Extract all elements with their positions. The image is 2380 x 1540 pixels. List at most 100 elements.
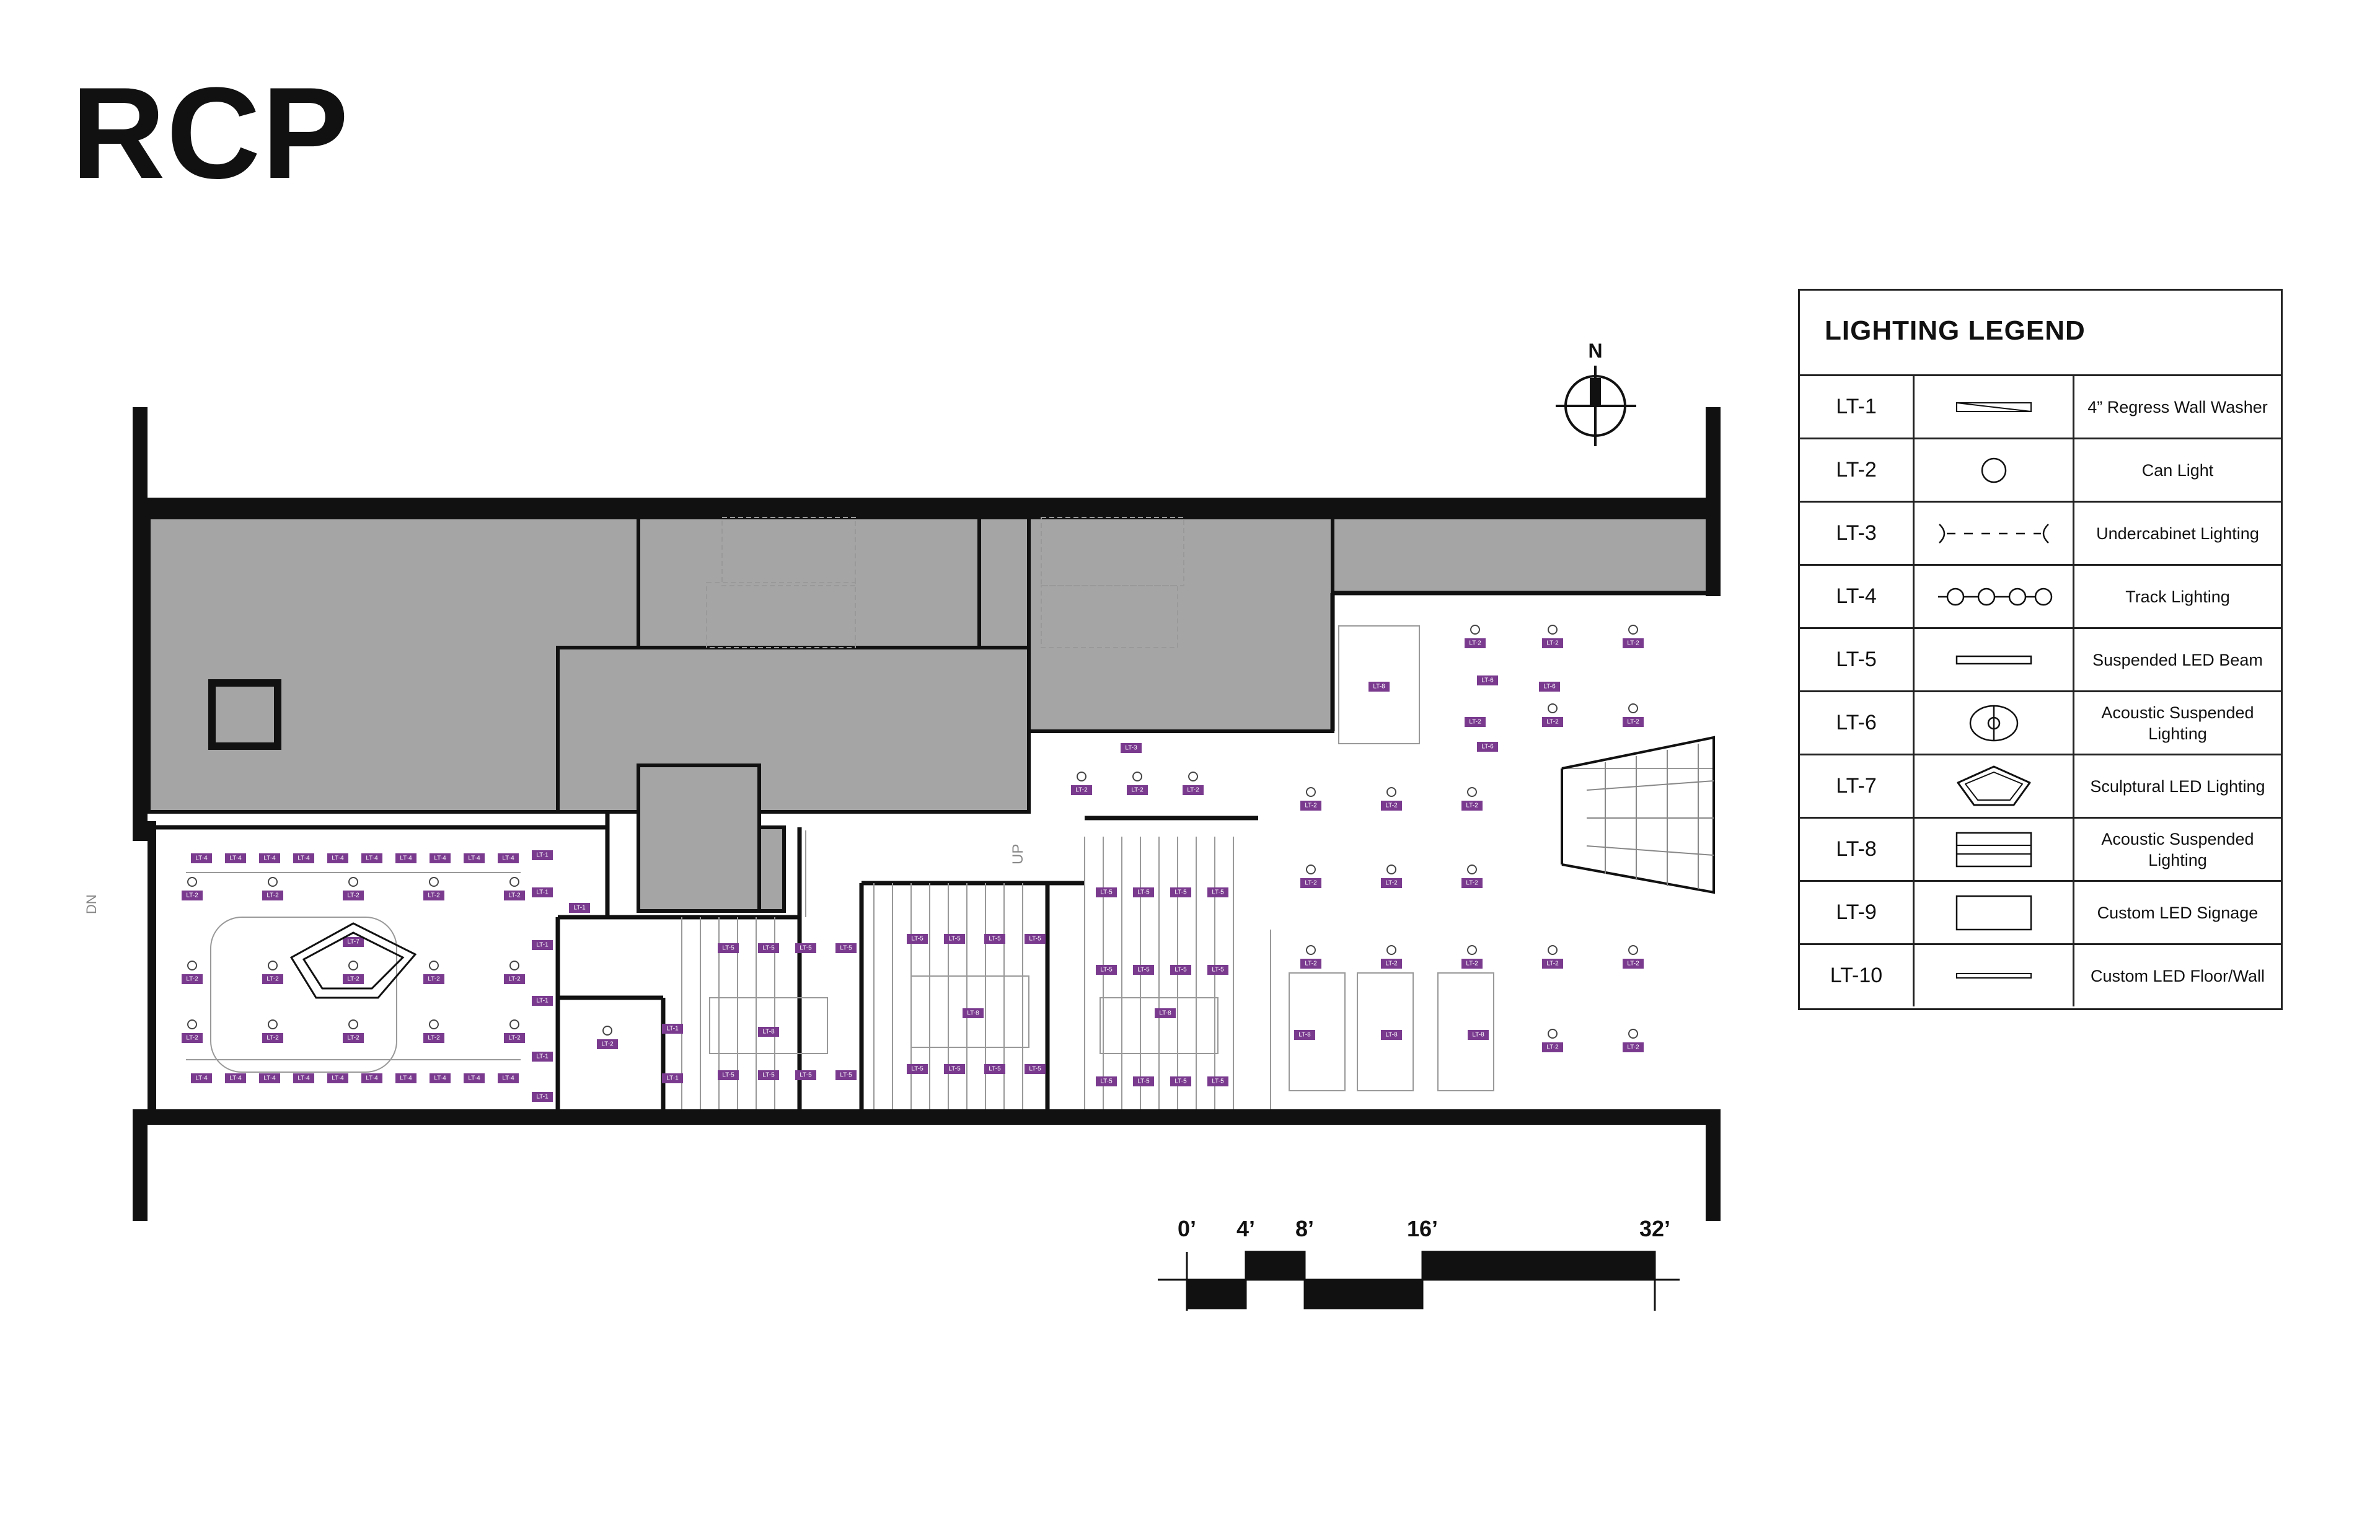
- svg-text:LT-2: LT-2: [428, 976, 440, 983]
- tag-can: LT-2: [1071, 785, 1092, 795]
- tag-can: LT-2: [343, 891, 364, 900]
- tag-can: LT-2: [1127, 785, 1148, 795]
- tag-beam: LT-5: [1133, 965, 1154, 975]
- stair-label-down: DN: [84, 894, 99, 914]
- can-light-icon: [1188, 772, 1198, 781]
- tag-track-south: LT-4: [430, 1073, 451, 1083]
- can-light-icon: [187, 961, 197, 970]
- can-lights: [187, 625, 1638, 1039]
- tag-can: LT-2: [1461, 878, 1483, 888]
- svg-text:LT-4: LT-4: [366, 855, 378, 862]
- svg-text:LT-5: LT-5: [1100, 889, 1113, 896]
- tag-can: LT-2: [1623, 717, 1644, 727]
- tag-can: LT-2: [1461, 959, 1483, 969]
- tag-can: LT-2: [504, 974, 525, 984]
- tag-beam: LT-5: [718, 943, 739, 953]
- tag-track-north: LT-4: [395, 853, 416, 863]
- legend-row-lt7: LT-7 Sculptural LED Lighting: [1800, 754, 2281, 817]
- gray-zones: [147, 516, 1716, 913]
- svg-text:LT-2: LT-2: [267, 976, 279, 983]
- svg-text:LT-2: LT-2: [1385, 803, 1398, 809]
- legend-code: LT-9: [1800, 882, 1915, 943]
- svg-text:LT-5: LT-5: [1137, 1078, 1150, 1085]
- svg-text:LT-5: LT-5: [948, 1066, 961, 1073]
- tag-can: LT-2: [1183, 785, 1204, 795]
- tag-beam: LT-5: [907, 934, 928, 944]
- legend-row-lt9: LT-9 Custom LED Signage: [1800, 880, 2281, 943]
- tag-beam: LT-5: [758, 943, 779, 953]
- tag-beam: LT-5: [758, 1070, 779, 1080]
- tag-can: LT-2: [1542, 1042, 1563, 1052]
- can-light-icon: [268, 1019, 278, 1029]
- svg-text:LT-5: LT-5: [1137, 967, 1150, 974]
- svg-text:LT-2: LT-2: [1075, 787, 1088, 794]
- tag-track-south: LT-4: [293, 1073, 314, 1083]
- svg-text:LT-5: LT-5: [1175, 889, 1187, 896]
- can-light-icon: [509, 1019, 519, 1029]
- can-light-icon: [1306, 945, 1316, 955]
- svg-text:LT-2: LT-2: [1627, 719, 1639, 726]
- svg-text:LT-5: LT-5: [989, 1066, 1001, 1073]
- tag-beam: LT-5: [1170, 965, 1191, 975]
- legend-code: LT-8: [1800, 819, 1915, 880]
- can-light-icon: [602, 1026, 612, 1036]
- svg-text:LT-1: LT-1: [573, 905, 586, 912]
- svg-text:LT-2: LT-2: [1469, 719, 1481, 726]
- tag-beam: LT-5: [907, 1064, 928, 1074]
- tag-acoustic-linear: LT-8: [758, 1027, 779, 1037]
- legend-code: LT-2: [1800, 439, 1915, 501]
- svg-text:LT-7: LT-7: [347, 939, 359, 946]
- svg-text:LT-5: LT-5: [1212, 967, 1224, 974]
- svg-text:LT-2: LT-2: [1627, 961, 1639, 967]
- tag-acoustic-round: LT-6: [1477, 675, 1498, 685]
- svg-text:LT-4: LT-4: [229, 1075, 242, 1082]
- tag-beam: LT-5: [1025, 934, 1046, 944]
- svg-text:LT-2: LT-2: [347, 892, 359, 899]
- tag-can: LT-2: [1381, 801, 1402, 811]
- can-light-icon: [348, 961, 358, 970]
- legend-row-lt1: LT-1 4” Regress Wall Washer: [1800, 374, 2281, 438]
- walls: [133, 407, 1721, 1221]
- svg-text:LT-5: LT-5: [1175, 967, 1187, 974]
- can-light-icon: [1386, 865, 1396, 874]
- gray-zone-east-strip: [1027, 516, 1334, 733]
- tag-beam: LT-5: [795, 1070, 816, 1080]
- can-light-icon: [509, 877, 519, 887]
- legend-row-lt3: LT-3 Undercabinet Lighting: [1800, 501, 2281, 564]
- custom-led-floor-wall-icon: [1915, 945, 2074, 1006]
- entry-vestibule: [1561, 736, 1715, 894]
- legend-row-lt10: LT-10 Custom LED Floor/Wall: [1800, 943, 2281, 1006]
- svg-text:LT-5: LT-5: [800, 945, 812, 952]
- tag-can: LT-2: [1623, 959, 1644, 969]
- regress-wall-washer-icon: [1915, 376, 2074, 438]
- legend-desc: Sculptural LED Lighting: [2090, 777, 2265, 796]
- legend-code: LT-10: [1800, 945, 1915, 1006]
- can-light-icon: [1386, 945, 1396, 955]
- svg-text:LT-1: LT-1: [536, 942, 549, 949]
- svg-text:LT-8: LT-8: [1385, 1032, 1398, 1039]
- svg-text:LT-2: LT-2: [1187, 787, 1199, 794]
- tag-acoustic-linear: LT-8: [963, 1008, 984, 1018]
- tag-acoustic-linear: LT-8: [1294, 1030, 1315, 1040]
- tag-can: LT-2: [182, 974, 203, 984]
- can-light-icon: [1470, 625, 1480, 635]
- svg-text:LT-4: LT-4: [434, 855, 446, 862]
- north-wall: [139, 498, 1720, 517]
- svg-text:LT-2: LT-2: [601, 1041, 614, 1048]
- tag-can: LT-2: [423, 974, 444, 984]
- tag-beam: LT-5: [1170, 1076, 1191, 1086]
- can-light-icon: [1548, 1029, 1558, 1039]
- gray-zone-center: [556, 646, 1031, 814]
- tag-can: LT-2: [262, 974, 283, 984]
- svg-text:LT-4: LT-4: [434, 1075, 446, 1082]
- tag-beam: LT-5: [944, 934, 965, 944]
- scale-label-32: 32’: [1639, 1216, 1671, 1241]
- tag-track-south: LT-4: [395, 1073, 416, 1083]
- tag-wall-washer: LT-1: [569, 903, 590, 913]
- tag-can: LT-2: [1465, 717, 1486, 727]
- can-light-icon: [429, 1019, 439, 1029]
- svg-text:LT-4: LT-4: [400, 855, 412, 862]
- can-light-icon: [429, 877, 439, 887]
- track-lighting-icon: [1915, 566, 2074, 627]
